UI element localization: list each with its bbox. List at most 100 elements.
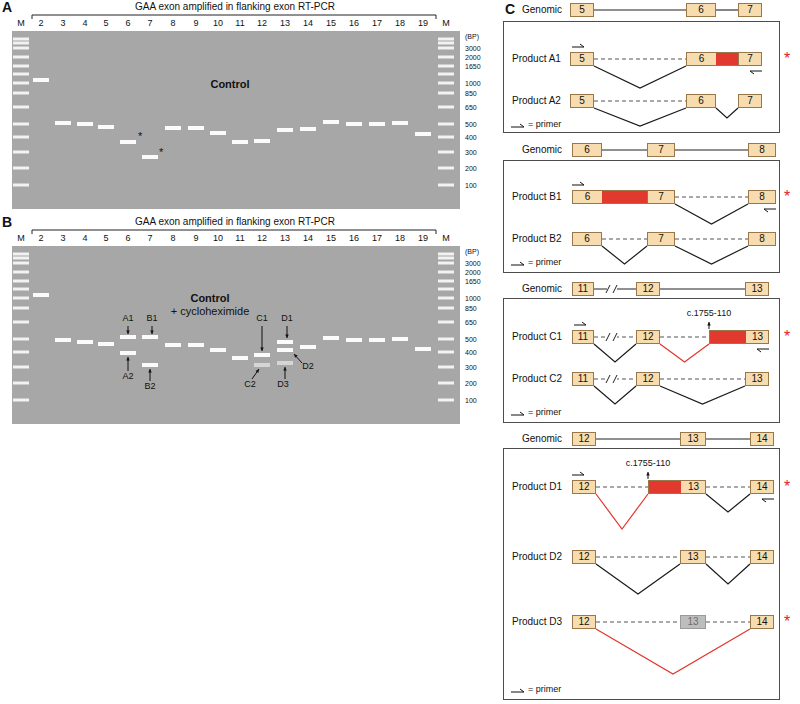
break-mark — [613, 375, 617, 383]
dna-band — [254, 353, 270, 357]
exon-label-box: 6 — [573, 191, 602, 203]
exon-label-box: 6 — [573, 233, 601, 245]
exon-label-box: 12 — [637, 283, 659, 295]
exon-label-box: 7 — [648, 144, 674, 156]
band-label: C2 — [244, 380, 256, 390]
retained-intron-segment — [710, 331, 746, 343]
splice-line — [706, 494, 750, 512]
size-marker: 1000 — [465, 80, 481, 88]
lane-number: 8 — [170, 19, 175, 29]
ladder-band — [438, 184, 454, 187]
lane-number: 13 — [280, 19, 290, 29]
exon-number: 5 — [579, 95, 585, 107]
ladder-band — [438, 288, 454, 291]
dna-band — [210, 348, 226, 352]
lane-number: 14 — [303, 19, 313, 29]
band-label: A1 — [122, 314, 133, 324]
exon-box: 7 — [647, 232, 675, 246]
dna-band — [300, 127, 316, 131]
exon-number: 14 — [756, 433, 767, 445]
lane-number: 6 — [125, 19, 130, 29]
band-label: B2 — [144, 382, 155, 392]
band-pointer — [262, 326, 263, 351]
ladder-band — [13, 136, 29, 139]
dna-band — [142, 363, 158, 367]
retained-intron-segment — [716, 53, 738, 65]
ladder-band — [13, 280, 29, 283]
lane-number: 19 — [418, 19, 428, 29]
exon-box: 7 — [647, 143, 675, 157]
splice-line — [602, 246, 647, 264]
band-pointer-head — [148, 369, 151, 373]
exon-number: 13 — [688, 481, 699, 493]
exon-label-box: 5 — [571, 53, 593, 65]
legend-text: = primer — [528, 407, 561, 418]
legend-text: = primer — [528, 684, 561, 695]
primer-symbol — [510, 259, 526, 267]
splice-line — [596, 629, 750, 674]
exon-number: 12 — [642, 373, 653, 385]
exon-label-box: 6 — [573, 144, 601, 156]
product-asterisk: * — [784, 478, 790, 496]
exon-number: 7 — [747, 95, 753, 107]
dna-band — [142, 335, 158, 339]
exon-box: 12 — [636, 282, 660, 296]
break-gap — [607, 374, 617, 384]
intron-line — [596, 438, 680, 439]
lane-number: 17 — [372, 234, 382, 244]
ladder-band — [13, 92, 29, 95]
exon-number: 11 — [578, 373, 588, 385]
band-label: B1 — [146, 314, 157, 324]
ladder-band — [438, 351, 454, 354]
lane-number: 8 — [170, 234, 175, 244]
band-label: A2 — [122, 372, 133, 382]
dna-band — [254, 363, 270, 367]
exon-number: 6 — [585, 191, 591, 203]
splice-line — [594, 386, 636, 404]
exon-number: 11 — [578, 283, 588, 295]
splice-line — [706, 564, 750, 584]
primer-arrow — [511, 412, 524, 415]
exon-box: 12 — [636, 330, 660, 344]
band-pointer-head — [150, 330, 153, 334]
ladder-band — [13, 297, 29, 300]
primer-arrow — [511, 262, 524, 265]
intron-guide-line — [596, 621, 680, 622]
dna-band — [210, 131, 226, 135]
row-title: Genomic — [522, 144, 562, 155]
gel-title: GAA exon amplified in flanking exon RT-P… — [135, 216, 335, 227]
primer-arrow — [572, 182, 584, 185]
dna-band — [55, 121, 71, 125]
lane-number: 19 — [418, 234, 428, 244]
ladder-band — [13, 253, 29, 256]
lane-number: M — [442, 19, 450, 29]
lane-number: 17 — [372, 19, 382, 29]
ladder-band — [438, 307, 454, 310]
lane-number: 3 — [60, 19, 65, 29]
splice-line — [675, 204, 748, 224]
retained-intron-segment — [602, 191, 647, 203]
lane-number: 15 — [326, 19, 336, 29]
ladder-band — [438, 297, 454, 300]
band-pointer-head — [283, 367, 286, 371]
exon-number: 13 — [751, 283, 762, 295]
ladder-band — [438, 257, 454, 260]
exon-label-box: 7 — [739, 95, 761, 107]
intron-guide-line — [660, 378, 745, 379]
ladder-band — [13, 307, 29, 310]
lane-number: 16 — [349, 19, 359, 29]
size-marker: 100 — [465, 182, 477, 190]
exon-number: 13 — [687, 616, 698, 628]
exon-number: 7 — [747, 4, 753, 16]
product-label: Product A2 — [512, 94, 561, 108]
size-unit: (BP) — [465, 248, 479, 256]
exon-box: 14 — [750, 550, 774, 564]
product-label: Product B2 — [512, 232, 561, 246]
size-marker: 850 — [465, 90, 477, 98]
primer-arrow — [511, 124, 524, 127]
exon-number: 8 — [759, 191, 765, 203]
exon-number: 12 — [578, 551, 589, 563]
legend-text: = primer — [528, 257, 561, 268]
break-mark — [613, 333, 617, 341]
exon-box: 5 — [570, 3, 594, 17]
